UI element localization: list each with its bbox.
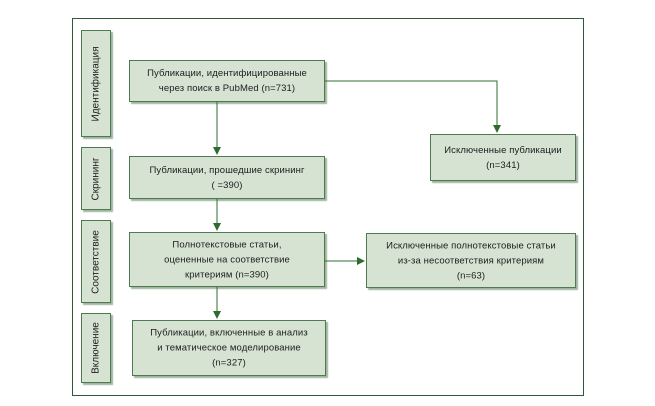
screened-publications-box: Публикации, прошедшие скрининг ( =390) xyxy=(129,156,325,199)
stage-eligibility-label: Соответствие xyxy=(90,229,102,294)
identified-publications-box: Публикации, идентифицированные через пои… xyxy=(129,60,325,102)
stage-included-label: Включение xyxy=(90,322,102,374)
fulltext-assessed-text: Полнотекстовые статьи, оцененные на соот… xyxy=(164,239,290,280)
excluded-fulltext-box: Исключенные полнотекстовые статьи из-за … xyxy=(366,233,576,288)
screened-publications-text: Публикации, прошедшие скрининг ( =390) xyxy=(149,164,305,191)
fulltext-assessed-box: Полнотекстовые статьи, оцененные на соот… xyxy=(129,232,325,287)
stage-identification: Идентификация xyxy=(81,30,111,137)
stage-eligibility: Соответствие xyxy=(81,220,111,303)
stage-included: Включение xyxy=(81,313,111,383)
included-publications-box: Публикации, включенные в анализ и темати… xyxy=(132,320,326,376)
included-publications-text: Публикации, включенные в анализ и темати… xyxy=(150,327,308,369)
excluded-fulltext-text: Исключенные полнотекстовые статьи из-за … xyxy=(386,240,556,281)
identified-publications-text: Публикации, идентифицированные через пои… xyxy=(147,68,307,94)
stage-identification-label: Идентификация xyxy=(90,46,102,121)
stage-screening-label: Скрининг xyxy=(90,156,102,201)
excluded-publications-box: Исключенные публикации (n=341) xyxy=(430,134,576,181)
excluded-publications-text: Исключенные публикации (n=341) xyxy=(444,144,562,171)
stage-screening: Скрининг xyxy=(81,147,111,210)
